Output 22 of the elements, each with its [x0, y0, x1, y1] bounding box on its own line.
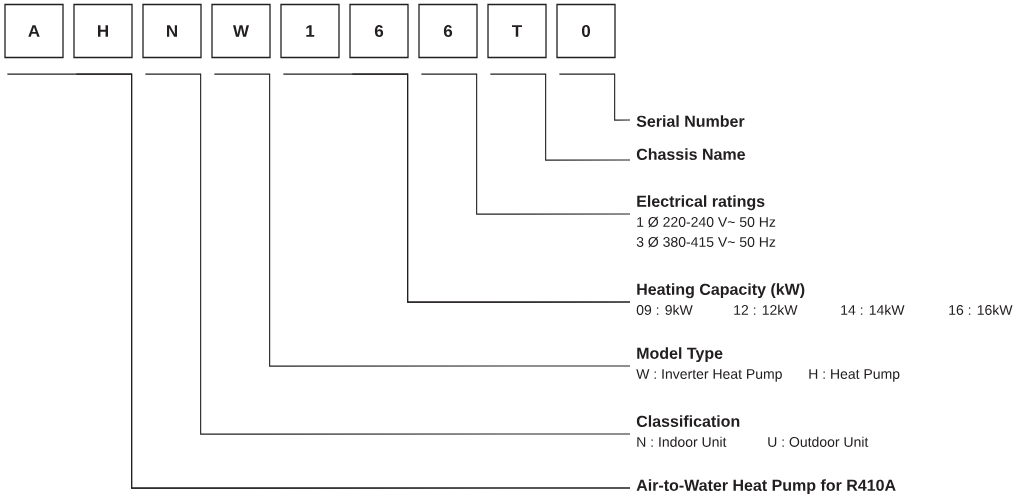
code-description: Classification N : Indoor Unit U : Outdoor Unit: [636, 415, 869, 447]
code-description: Heating Capacity (kW) 09 : 9kW 12 : 12kW 14 : 14kW 16 : 16kW: [636, 283, 1013, 315]
code-description: Air-to-Water Heat Pump for R410A: [636, 479, 896, 495]
leader-line: [351, 73, 631, 303]
leader-line: [489, 73, 631, 161]
letter-box: A: [4, 3, 64, 59]
code-description: Electrical ratings 1 Ø 220-240 V~ 50 Hz 3 Ø 380-415 V~ 50 Hz: [636, 195, 776, 248]
leader-line: [558, 73, 631, 121]
leader-line: [213, 73, 631, 367]
letter-box: 0: [556, 3, 616, 59]
code-description: Chassis Name: [636, 148, 745, 160]
letter-box: 6: [418, 3, 478, 59]
letter-box: 6: [349, 3, 409, 59]
code-description: Model Type W : Inverter Heat Pump H : Heat Pump: [636, 347, 900, 382]
letter-box: 1: [280, 3, 340, 59]
letter-box: T: [487, 3, 547, 59]
leader-line: [144, 73, 631, 435]
letter-box: N: [142, 3, 202, 59]
code-description: Serial Number: [636, 115, 745, 127]
letter-box: W: [211, 3, 271, 59]
leader-line: [420, 73, 631, 215]
letter-box: H: [73, 3, 133, 59]
